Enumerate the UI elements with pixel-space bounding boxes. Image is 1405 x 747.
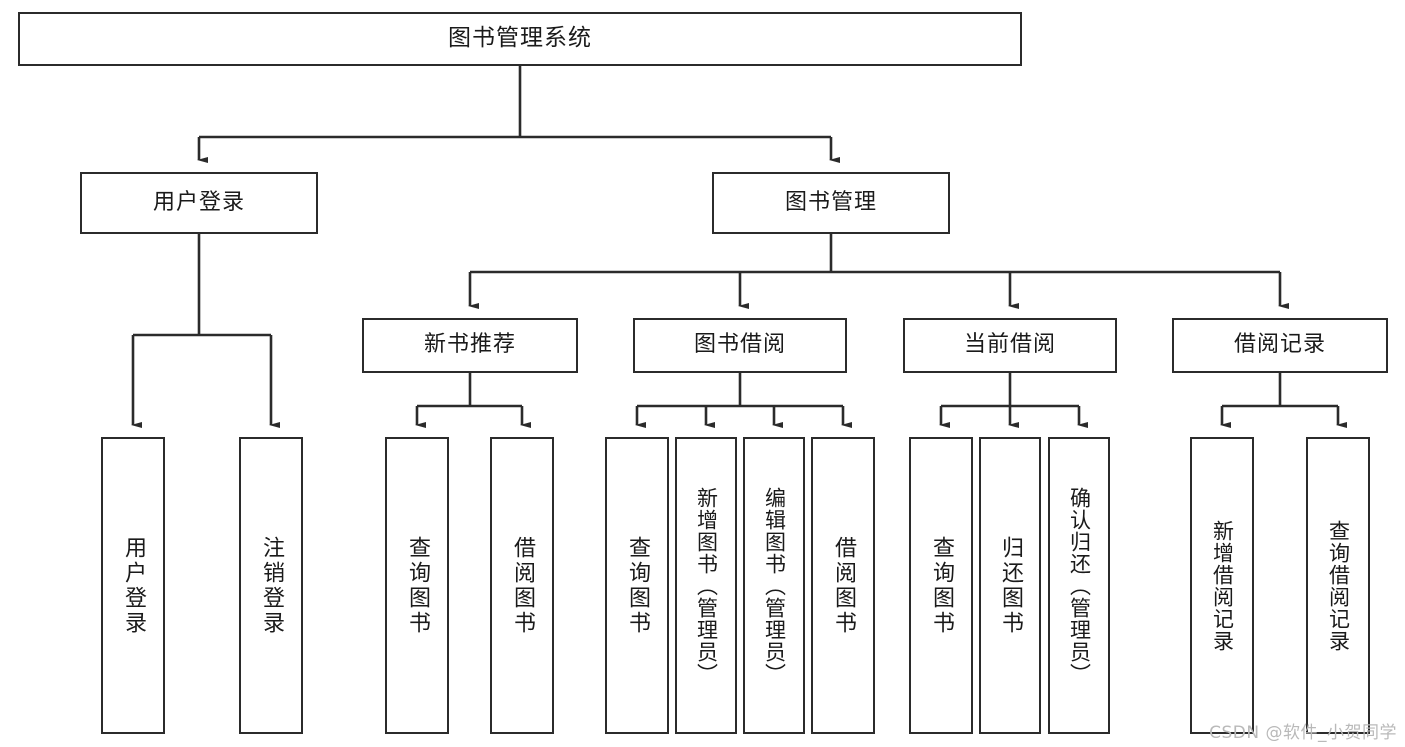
node-label: 归还图书 [998, 535, 1023, 636]
node-label: 新增借阅记录 [1210, 519, 1235, 652]
leaf-new-book-query[interactable]: 查询图书 [385, 437, 449, 734]
leaf-current-borrow-return[interactable]: 归还图书 [979, 437, 1041, 734]
node-label: 借阅图书 [510, 535, 535, 636]
leaf-current-borrow-query[interactable]: 查询图书 [909, 437, 973, 734]
leaf-current-borrow-confirm-return[interactable]: 确认归还（管理员） [1048, 437, 1110, 734]
node-label: 图书管理 [784, 189, 877, 215]
leaf-book-borrow-edit[interactable]: 编辑图书（管理员） [743, 437, 805, 734]
node-label: 确认归还（管理员） [1067, 486, 1092, 685]
leaf-book-borrow-add[interactable]: 新增图书（管理员） [675, 437, 737, 734]
node-label: 借阅记录 [1233, 332, 1326, 358]
node-label: 新书推荐 [423, 332, 516, 358]
leaf-records-add[interactable]: 新增借阅记录 [1190, 437, 1254, 734]
leaf-user-login-login[interactable]: 用户登录 [101, 437, 165, 734]
leaf-records-query[interactable]: 查询借阅记录 [1306, 437, 1370, 734]
node-book-management[interactable]: 图书管理 [712, 172, 950, 234]
node-label: 注销登录 [259, 535, 284, 636]
node-root-book-management-system[interactable]: 图书管理系统 [18, 12, 1022, 66]
node-label: 图书管理系统 [448, 25, 592, 52]
node-label: 借阅图书 [831, 535, 856, 636]
node-label: 当前借阅 [963, 332, 1056, 358]
leaf-new-book-borrow[interactable]: 借阅图书 [490, 437, 554, 734]
node-new-book-recommend[interactable]: 新书推荐 [362, 318, 578, 373]
node-current-borrow[interactable]: 当前借阅 [903, 318, 1117, 373]
node-label: 查询图书 [929, 535, 954, 636]
node-user-login[interactable]: 用户登录 [80, 172, 318, 234]
node-label: 查询图书 [405, 535, 430, 636]
node-label: 用户登录 [152, 189, 245, 215]
node-label: 查询图书 [625, 535, 650, 636]
node-label: 新增图书（管理员） [694, 486, 719, 685]
node-label: 编辑图书（管理员） [762, 486, 787, 685]
leaf-user-login-logout[interactable]: 注销登录 [239, 437, 303, 734]
node-borrow-records[interactable]: 借阅记录 [1172, 318, 1388, 373]
leaf-book-borrow-query[interactable]: 查询图书 [605, 437, 669, 734]
node-label: 图书借阅 [693, 332, 786, 358]
node-book-borrow[interactable]: 图书借阅 [633, 318, 847, 373]
node-label: 查询借阅记录 [1326, 519, 1351, 652]
leaf-book-borrow-borrow[interactable]: 借阅图书 [811, 437, 875, 734]
watermark-csdn: CSDN @软件_小贺同学 [1209, 723, 1397, 743]
node-label: 用户登录 [121, 535, 146, 636]
